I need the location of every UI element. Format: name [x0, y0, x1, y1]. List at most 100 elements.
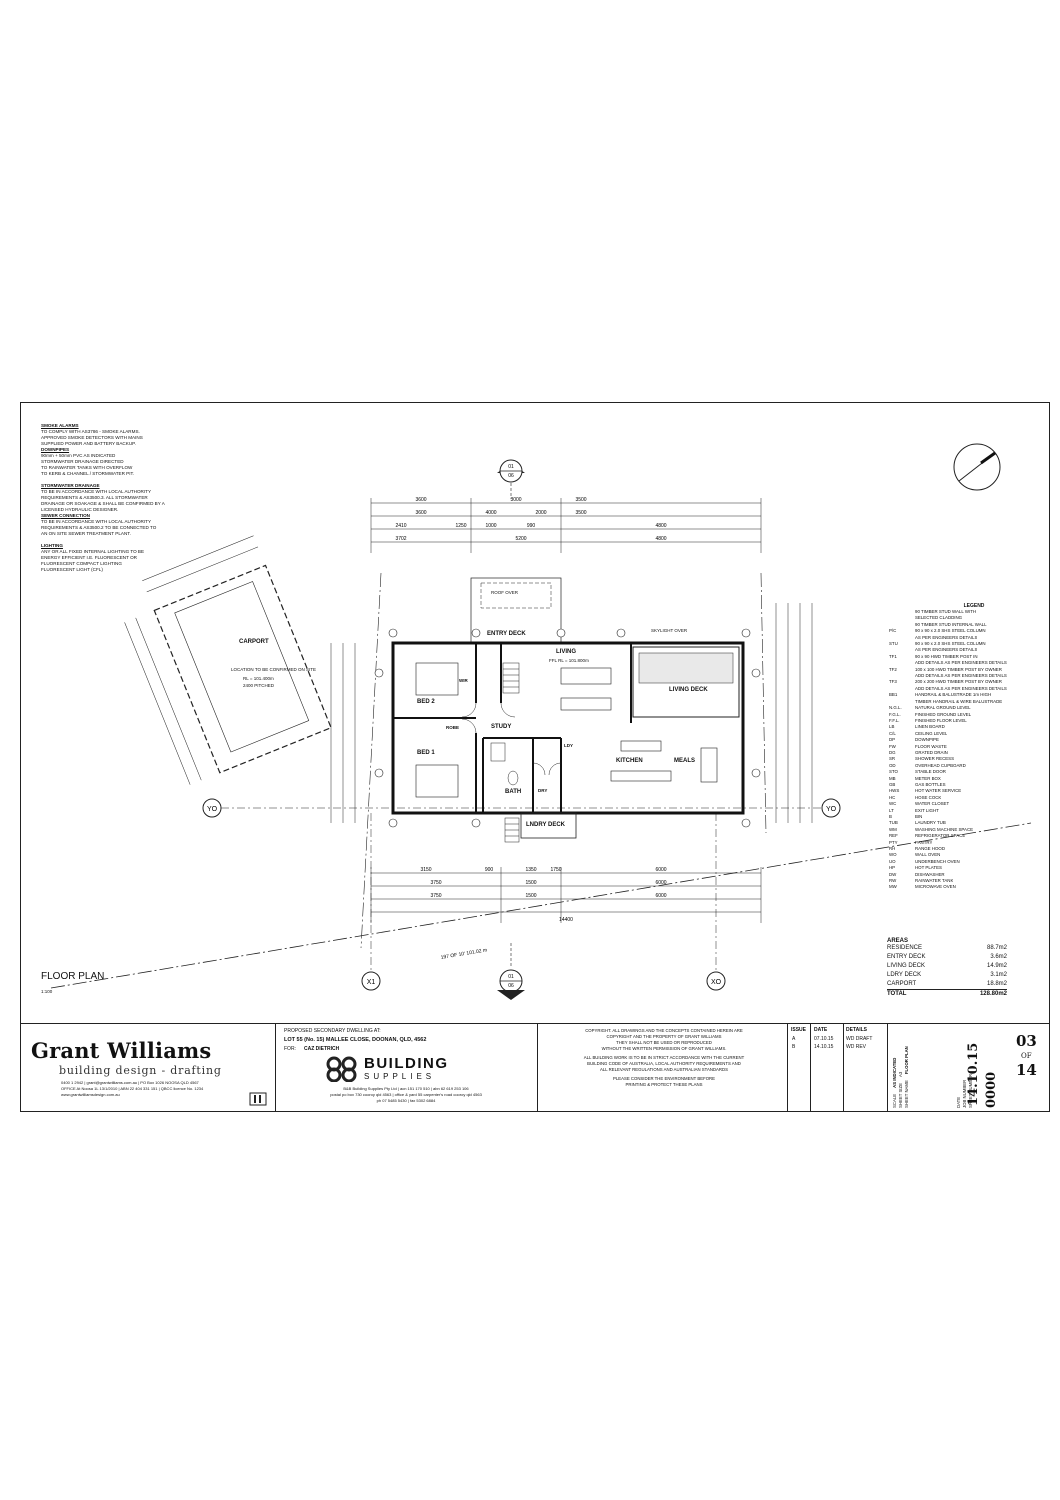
internal-walls	[393, 643, 632, 813]
sheet-of: OF	[1021, 1052, 1032, 1060]
legend-value: UNDERBENCH OVEN	[915, 858, 960, 864]
sewer-heading: SEWER CONNECTION	[41, 513, 91, 518]
copyright-line: PRINTING & PROTECT THESE PLANS	[625, 1082, 703, 1087]
copyright-line: THEY SHALL NOT BE USED OR REPRODUCED	[616, 1040, 712, 1045]
company-line: www.grantwilliamsdesign.com.au	[61, 1092, 120, 1097]
copyright-line: ALL RELEVANT REGULATIONS AND AUSTRALIAN …	[600, 1067, 728, 1072]
room-label-carport: CARPORT	[239, 639, 269, 645]
carport-rl-note: RL = 101.400m	[243, 676, 274, 681]
grid-bubble-x1	[361, 971, 381, 991]
legend-key: SR	[889, 756, 896, 762]
dim-top-1: 3600	[415, 497, 426, 503]
legend-row: BB1 HANDRAIL & BALUSTRADE 1m HIGH	[889, 692, 1039, 698]
legend-value: GAS BOTTLES	[915, 781, 946, 787]
laundry-deck-area	[520, 812, 577, 839]
legend-value: FINISHED GROUND LEVEL	[915, 711, 972, 717]
dim-top-12: 4800	[655, 523, 666, 529]
side-boundary-line	[360, 572, 382, 949]
legend-key: DW	[889, 871, 897, 877]
note-line: TO BE IN ACCORDANCE WITH LOCAL AUTHORITY	[41, 489, 152, 494]
dim-bot-overall: 14400	[559, 917, 573, 923]
living-deck-area	[632, 646, 740, 718]
legend-value: STABLE DOOR	[915, 769, 946, 775]
legend-key: TF3	[889, 679, 897, 685]
legend-value: RAINWATER TANK	[915, 878, 954, 884]
legend-key: B	[889, 814, 892, 819]
legend-row: TUB LAUNDRY TUB	[889, 820, 1039, 826]
supplier-line: postal po box 730 cooroy qld 4563 | offi…	[330, 1092, 482, 1097]
lighting-heading: LIGHTING	[41, 543, 63, 548]
legend-key: N.G.L.	[889, 705, 902, 711]
legend-key: HC	[889, 794, 896, 800]
legend-row: ADD DETAILS AS PER ENGINEERS DETAILS	[889, 673, 1039, 679]
legend-row: TF3 200 x 200 HWD TIMBER POST BY OWNER	[889, 679, 1039, 685]
general-notes: SMOKE ALARMS TO COMPLY WITH AS3786 - SMO…	[41, 423, 226, 573]
door-swings	[461, 702, 562, 776]
legend-value: ADD DETAILS AS PER ENGINEERS DETAILS	[915, 685, 1007, 691]
project-for-label: FOR:	[284, 1046, 296, 1052]
skylight-note: SKYLIGHT OVER	[651, 628, 688, 633]
copyright-line: ALL BUILDING WORK IS TO BE IN STRICT ACC…	[583, 1055, 745, 1060]
issue-a-date: 07.10.15	[814, 1036, 834, 1042]
section-bottom-sheet: 06	[508, 983, 514, 989]
carport-location-note: LOCATION TO BE CONFIRMED ON SITE	[231, 667, 317, 672]
legend-key: STO	[889, 769, 898, 775]
legend-value: 200 x 200 HWD TIMBER POST BY OWNER	[915, 679, 1002, 685]
note-line: SUPPLIED POWER AND BATTERY BACKUP.	[41, 441, 136, 446]
legend-value: 90 x 90 HWD TIMBER POST IN	[915, 653, 978, 659]
legend-row: AS PER ENGINEERS DETAILS	[889, 635, 1039, 641]
room-label-bath: BATH	[505, 789, 522, 795]
side-dimensions	[330, 603, 813, 823]
legend-value: LAUNDRY TUB	[915, 820, 946, 826]
areas-title: AREAS	[887, 938, 909, 944]
dim-bot-9: 3750	[430, 893, 441, 899]
project-label: PROPOSED SECONDARY DWELLING AT:	[284, 1028, 381, 1034]
right-boundary-line	[760, 572, 767, 834]
legend-key: TUB	[889, 820, 898, 826]
floor-plan-drawing: 01 06 01 06 YO YO X1 XO 197 OF 10' 101.0…	[50, 459, 1032, 1000]
meta-value-sheet-name: FLOOR PLAN	[904, 1046, 909, 1075]
entry-stairs	[502, 662, 520, 843]
dim-bot-8: 6000	[655, 880, 666, 886]
dim-top-7: 3500	[575, 510, 586, 516]
dim-top-14: 5200	[515, 536, 526, 542]
copyright-line: BUILDING CODE OF AUSTRALIA, LOCAL AUTHOR…	[587, 1061, 741, 1066]
legend-key: TF2	[889, 666, 897, 672]
note-line: ANY OR ALL FIXED INTERNAL LIGHTING TO BE	[41, 549, 145, 554]
room-label-living-deck: LIVING DECK	[669, 687, 708, 693]
note-line: AN ON SITE SEWER TREATMENT PLANT.	[41, 531, 131, 536]
note-line: 90mm + 50mm PVC AS INDICATED	[41, 453, 116, 458]
legend-key: STU	[889, 641, 898, 647]
legend-value: HANDRAIL & BALUSTRADE 1m HIGH	[915, 692, 992, 698]
meta-label-sheet-name: SHEET NAME	[904, 1080, 909, 1108]
dim-bot-6: 3750	[430, 880, 441, 886]
supplier-line: ph 07 5485 5430 | fax 5302 6884	[376, 1098, 436, 1103]
area-value: 3.1m2	[990, 972, 1007, 978]
copyright-notes: COPYRIGHT. ALL DRAWINGS AND THE CONCEPTS…	[544, 1028, 784, 1088]
room-label-bed1: BED 1	[417, 750, 435, 756]
smoke-alarms-heading: SMOKE ALARMS	[41, 423, 79, 428]
grid-bubble-left	[202, 798, 222, 818]
plan-scale: 1:100	[41, 989, 53, 994]
legend-key: BB1	[889, 692, 898, 698]
legend-key: RH	[889, 846, 896, 852]
drawing-sheet: SMOKE ALARMS TO COMPLY WITH AS3786 - SMO…	[20, 402, 1050, 1112]
company-line: OFFICE At Noosa 1L 13/1/2010 | ABN 22 40…	[61, 1086, 204, 1091]
legend-row: TIMBER HANDRAIL & WIRE BALUSTRADE	[889, 699, 1039, 705]
